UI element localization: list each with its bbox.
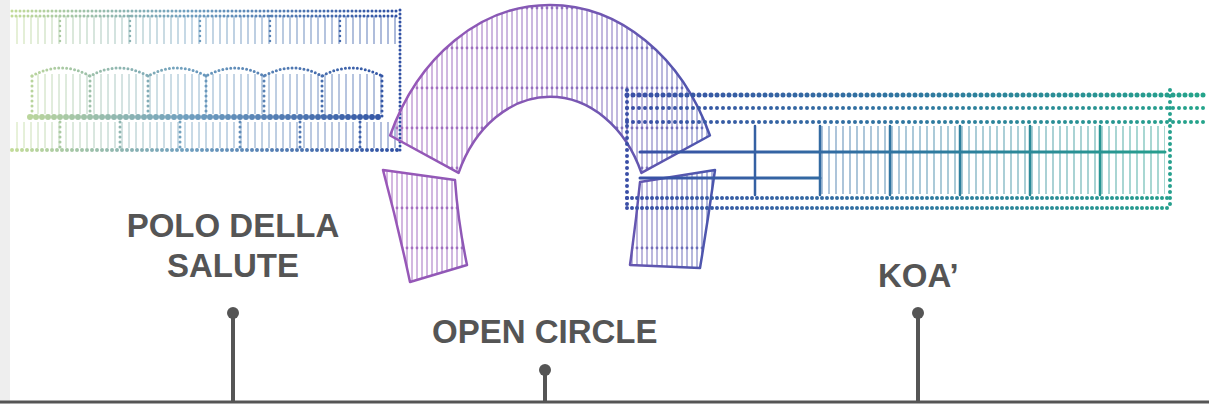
- section-label: POLO DELLA SALUTE: [83, 206, 383, 285]
- building-right: [627, 90, 1207, 210]
- building-left: [12, 10, 400, 152]
- open-circle-figure: [380, 0, 720, 290]
- section-label: KOA’: [878, 256, 959, 296]
- timeline: [0, 307, 1209, 402]
- section-label: OPEN CIRCLE: [432, 312, 658, 352]
- side-strip: [0, 0, 10, 404]
